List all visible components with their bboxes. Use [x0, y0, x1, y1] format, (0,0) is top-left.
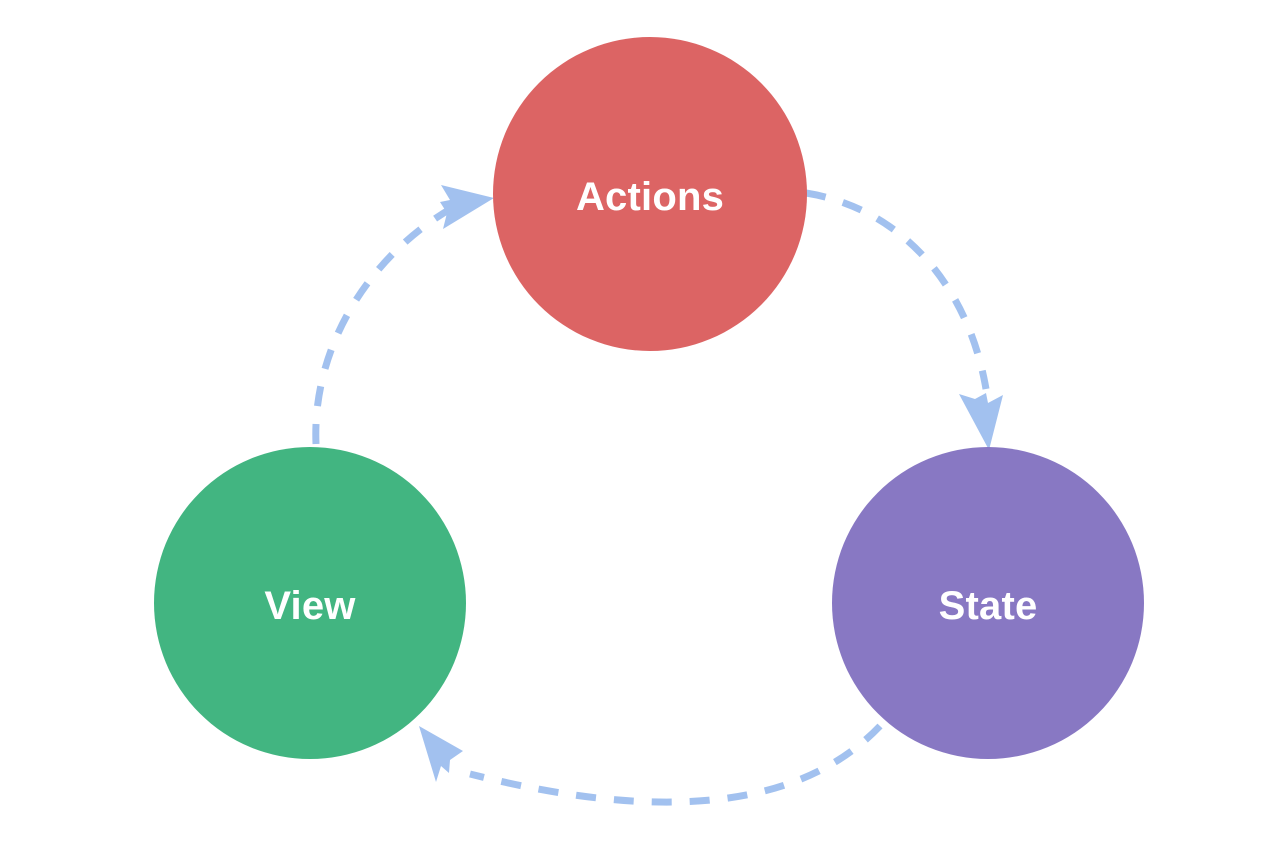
node-view-label: View	[264, 584, 356, 628]
node-view-circle[interactable]	[154, 447, 466, 759]
node-actions-circle[interactable]	[493, 37, 807, 351]
edge-actions-to-state-path	[805, 189, 990, 390]
node-view[interactable]: View	[154, 447, 466, 759]
edge-state-to-view-path	[469, 723, 883, 806]
edge-view-to-actions[interactable]	[312, 185, 494, 445]
node-actions-label: Actions	[576, 175, 724, 219]
edge-view-to-actions-arrowhead	[440, 185, 494, 229]
node-actions[interactable]: Actions	[493, 37, 807, 351]
edge-state-to-view-arrowhead	[419, 726, 463, 782]
edge-state-to-view[interactable]	[419, 723, 883, 806]
edge-actions-to-state[interactable]	[805, 189, 1003, 450]
edge-actions-to-state-arrowhead	[959, 393, 1003, 450]
edge-group	[312, 185, 1003, 806]
node-group: Actions State View	[154, 37, 1144, 759]
node-state[interactable]: State	[832, 447, 1144, 759]
node-state-circle[interactable]	[832, 447, 1144, 759]
node-state-label: State	[939, 584, 1038, 628]
edge-view-to-actions-path	[312, 204, 454, 445]
